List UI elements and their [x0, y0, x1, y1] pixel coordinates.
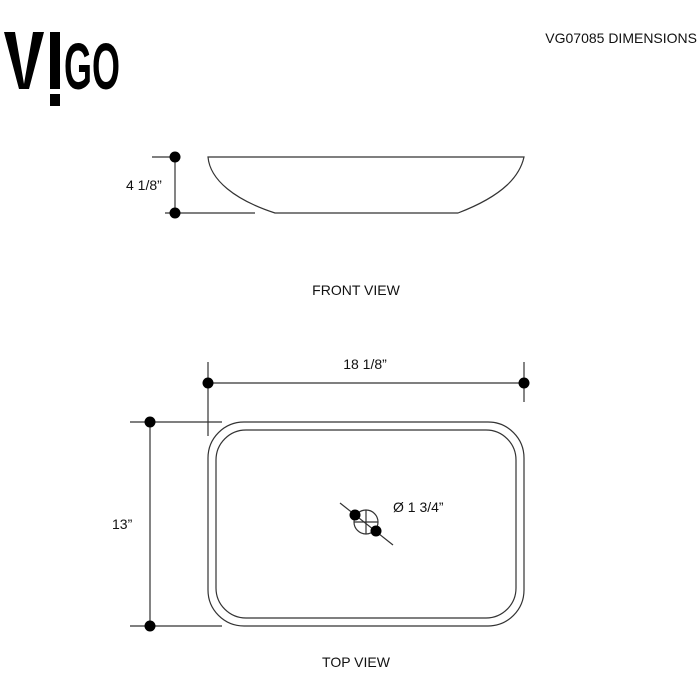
depth-dimension: 13”: [112, 516, 133, 532]
front-view: [152, 156, 525, 214]
height-dimension: 4 1/8”: [126, 177, 162, 193]
drain-dimension: Ø 1 3/4”: [393, 499, 444, 515]
top-view-label: TOP VIEW: [322, 654, 391, 670]
width-dimension: 18 1/8”: [343, 356, 387, 372]
dimension-dot: [144, 416, 156, 428]
dimension-dot: [518, 377, 530, 389]
page-title: VG07085 DIMENSIONS: [545, 30, 697, 46]
dimension-dot: [202, 377, 214, 389]
dimension-dot: [169, 207, 181, 219]
dimension-dot: [370, 525, 382, 537]
dimension-dot: [349, 509, 361, 521]
top-view: [130, 362, 525, 627]
front-view-label: FRONT VIEW: [312, 282, 400, 298]
drain-icon: [339, 502, 394, 546]
dimension-dot: [144, 620, 156, 632]
dimension-dot: [169, 151, 181, 163]
svg-text:GO: GO: [64, 29, 120, 103]
vigo-logo: GO: [4, 29, 120, 106]
